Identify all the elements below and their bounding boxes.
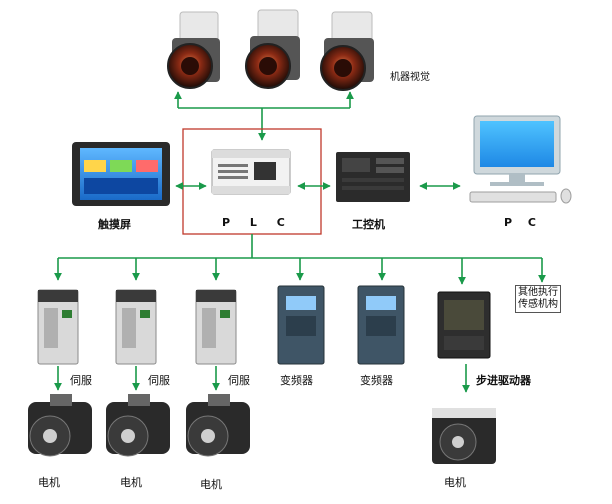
motor-label-2: 电机: [120, 476, 142, 489]
touchscreen-label: 触摸屏: [98, 218, 131, 231]
vfd-label-2: 变频器: [360, 374, 393, 387]
pc-device: [469, 115, 572, 204]
stepper-label: 步进驱动器: [476, 374, 531, 387]
camera-2: [245, 9, 300, 89]
stepper-driver: [437, 291, 491, 359]
motor-connectors: [54, 364, 470, 393]
ipc-device: [336, 152, 410, 202]
servo-drive-3: [195, 289, 237, 365]
motor-label-4: 电机: [444, 476, 466, 489]
camera-1: [167, 11, 220, 89]
camera-3: [320, 11, 374, 91]
motor-3: [186, 394, 250, 457]
plc-label: P L C: [222, 216, 293, 229]
servo-label-1: 伺服: [70, 374, 92, 387]
other-actuators-label: 其他执行 传感机构: [515, 285, 561, 313]
servo-drive-2: [115, 289, 157, 365]
plc-device: [211, 149, 291, 195]
vfd-2: [357, 285, 405, 365]
servo-label-3: 伺服: [228, 374, 250, 387]
ipc-label: 工控机: [352, 218, 385, 231]
vfd-label-1: 变频器: [280, 374, 313, 387]
other-line-1: 其他执行: [518, 287, 558, 298]
motor-4: [432, 408, 496, 464]
motor-label-1: 电机: [38, 476, 60, 489]
motor-2: [106, 394, 170, 457]
motor-1: [28, 394, 92, 457]
bus-connectors: [54, 234, 546, 285]
vision-label: 机器视觉: [390, 72, 430, 83]
servo-label-2: 伺服: [148, 374, 170, 387]
camera-connector: [174, 91, 354, 141]
vfd-1: [277, 285, 325, 365]
motor-label-3: 电机: [200, 478, 222, 491]
pc-label: P C: [504, 216, 542, 229]
servo-drive-1: [37, 289, 79, 365]
other-line-2: 传感机构: [518, 299, 558, 310]
touchscreen-device: [72, 142, 170, 206]
